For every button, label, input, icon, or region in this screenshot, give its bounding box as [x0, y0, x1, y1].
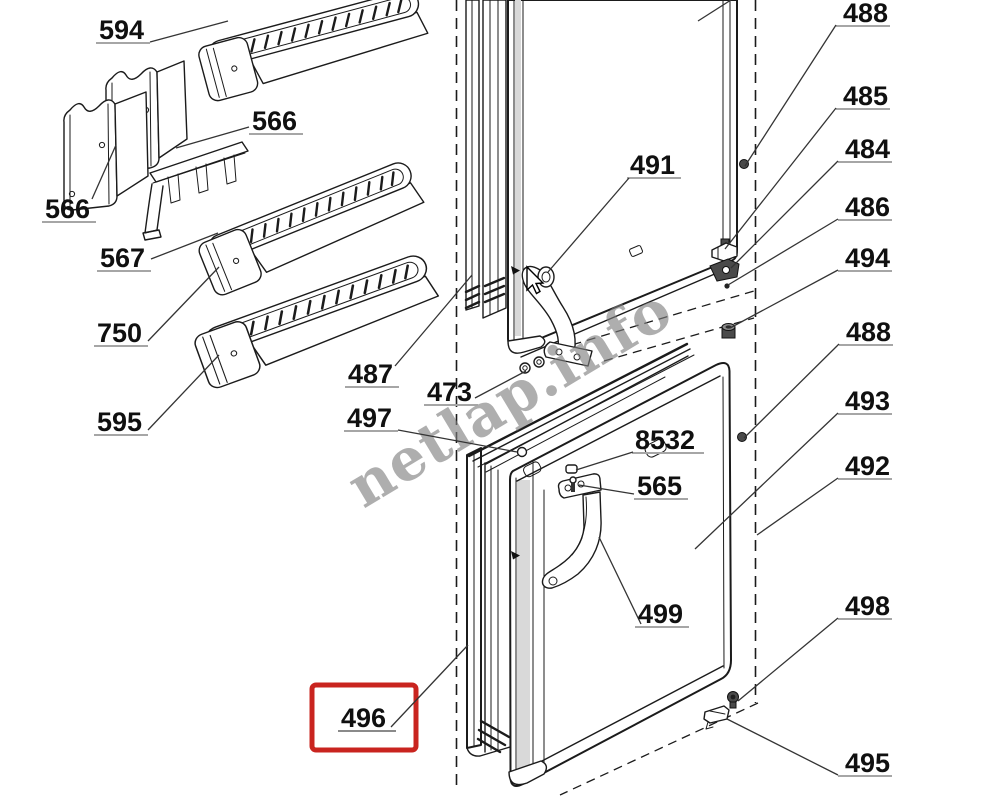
svg-text:750: 750 [97, 318, 142, 348]
mouse-cursor-icon [526, 265, 545, 295]
top-leader-stub [697, 0, 732, 22]
part-label-496[interactable]: 496 [309, 644, 469, 753]
part-label-594[interactable]: 594 [96, 15, 229, 45]
assembly-direction-arrow-lower [511, 551, 520, 560]
hinge-clip-485[interactable] [711, 238, 738, 262]
svg-text:595: 595 [97, 407, 142, 437]
part-label-488-top[interactable]: 488 [744, 0, 890, 167]
hinge-484[interactable] [709, 258, 740, 282]
part-label-488-mid[interactable]: 488 [743, 317, 893, 439]
svg-text:488: 488 [843, 0, 888, 28]
door-shelf-594[interactable] [195, 0, 432, 104]
hinge-bracket-495[interactable] [703, 705, 730, 730]
part-label-487[interactable]: 487 [345, 274, 473, 389]
svg-text:498: 498 [845, 591, 890, 621]
bin-566-left[interactable] [63, 91, 149, 211]
svg-text:594: 594 [99, 15, 144, 45]
svg-text:491: 491 [630, 150, 675, 180]
screw-488-top[interactable] [739, 159, 749, 169]
part-label-497[interactable]: 497 [344, 403, 518, 453]
svg-text:488: 488 [846, 317, 891, 347]
part-label-567[interactable]: 567 [97, 232, 219, 273]
svg-text:565: 565 [637, 471, 682, 501]
svg-text:473: 473 [427, 377, 472, 407]
part-label-595[interactable]: 595 [94, 354, 220, 437]
mid-separation-dashed-2 [603, 317, 755, 362]
lower-door-gasket-496-part[interactable] [466, 342, 695, 757]
upper-door-inner-liner[interactable] [482, 0, 507, 319]
part-label-495[interactable]: 495 [726, 718, 892, 778]
upper-door-gasket-487[interactable] [464, 0, 481, 311]
part-label-565[interactable]: 565 [578, 471, 688, 501]
screw-488-mid[interactable] [737, 432, 747, 442]
lower-door-inner-liner-497-part[interactable] [484, 355, 689, 753]
svg-text:8532: 8532 [635, 425, 695, 455]
grommet-494[interactable] [721, 323, 736, 339]
svg-text:496: 496 [341, 703, 386, 733]
part-label-498[interactable]: 498 [737, 591, 892, 702]
part-label-499[interactable]: 499 [598, 536, 689, 629]
svg-text:495: 495 [845, 748, 890, 778]
part-label-484[interactable]: 484 [730, 134, 892, 269]
svg-text:492: 492 [845, 451, 890, 481]
part-label-492[interactable]: 492 [756, 451, 892, 536]
pin-8532-part[interactable] [565, 464, 578, 474]
screw-565-part[interactable] [569, 476, 577, 492]
svg-text:566: 566 [252, 106, 297, 136]
part-label-491[interactable]: 491 [547, 150, 681, 273]
svg-text:486: 486 [845, 192, 890, 222]
part-label-750[interactable]: 750 [94, 266, 220, 348]
screws-473[interactable] [519, 356, 545, 374]
part-label-566-left[interactable]: 566 [42, 144, 117, 224]
part-label-493[interactable]: 493 [694, 386, 892, 550]
hinge-bolt-498[interactable] [727, 691, 739, 709]
svg-text:493: 493 [845, 386, 890, 416]
part-label-486[interactable]: 486 [727, 192, 892, 286]
lower-door-panel-492[interactable] [508, 362, 732, 787]
part-label-566-right[interactable]: 566 [175, 106, 303, 149]
svg-text:484: 484 [845, 134, 890, 164]
part-label-494[interactable]: 494 [729, 243, 892, 329]
part-label-485[interactable]: 485 [724, 81, 890, 250]
svg-text:567: 567 [100, 243, 145, 273]
part-label-473[interactable]: 473 [424, 370, 527, 407]
assembly-direction-arrow-upper [511, 266, 520, 275]
lower-door-handle-499[interactable] [541, 473, 602, 589]
part-label-8532[interactable]: 8532 [575, 425, 704, 471]
svg-text:485: 485 [843, 81, 888, 111]
svg-text:494: 494 [845, 243, 890, 273]
svg-text:487: 487 [348, 359, 393, 389]
shelf-bracket-567[interactable] [142, 141, 249, 241]
svg-text:566: 566 [45, 194, 90, 224]
highlight-box-496[interactable] [309, 682, 419, 753]
svg-text:499: 499 [638, 599, 683, 629]
svg-text:497: 497 [347, 403, 392, 433]
mid-separation-dashed-1 [557, 290, 755, 350]
